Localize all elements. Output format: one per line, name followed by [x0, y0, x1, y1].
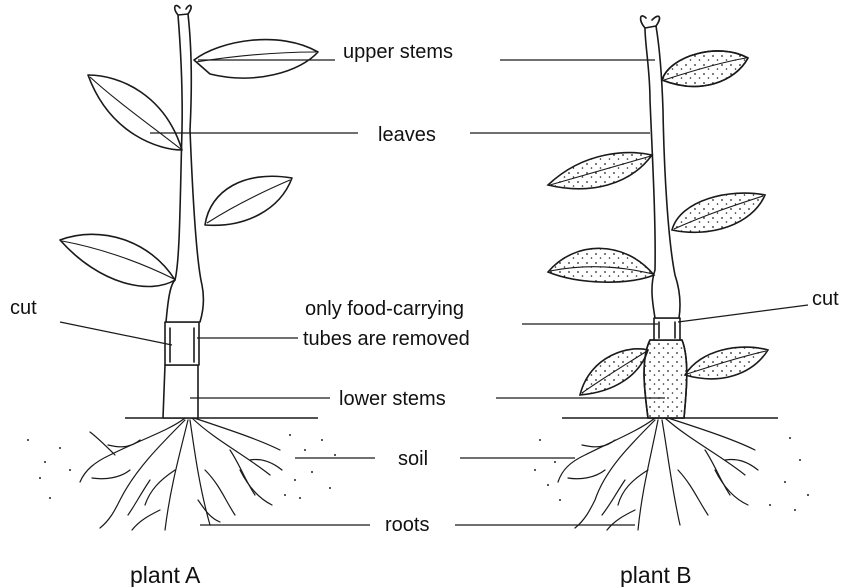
label-soil: soil: [398, 448, 428, 470]
leader-cut-a: [60, 322, 172, 345]
plant-b-cut-band: [654, 318, 680, 340]
caption-plant-b: plant B: [620, 562, 692, 587]
plant-b-bud: [641, 16, 660, 28]
label-lower-stems: lower stems: [339, 388, 446, 410]
leader-cut-b: [678, 305, 808, 322]
plant-b-roots: [558, 418, 758, 530]
plant-b-soil-specks: [534, 437, 809, 511]
label-leaves: leaves: [378, 124, 436, 146]
label-upper-stems: upper stems: [343, 41, 453, 63]
label-only-food-line2: tubes are removed: [303, 328, 470, 350]
plant-a: [27, 5, 336, 530]
caption-plant-a: plant A: [130, 562, 201, 587]
plant-a-bud: [175, 5, 191, 15]
plant-a-roots: [80, 418, 282, 530]
label-roots: roots: [385, 514, 429, 536]
label-cut-b: cut: [812, 288, 839, 310]
plant-a-lower-stem: [163, 365, 198, 418]
plant-b: [534, 16, 809, 530]
label-only-food-line1: only food-carrying: [305, 298, 464, 320]
label-cut-a: cut: [10, 297, 37, 319]
